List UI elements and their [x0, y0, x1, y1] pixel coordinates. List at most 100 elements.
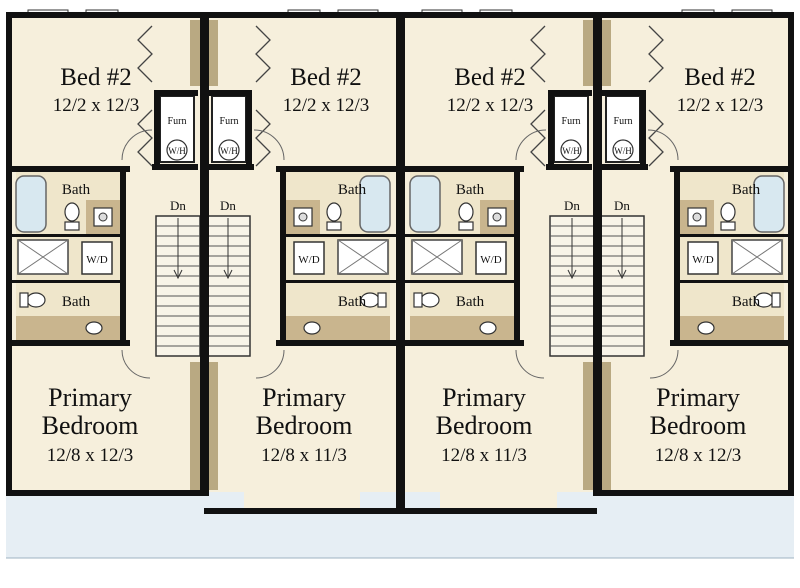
toilet-tank-upper	[326, 221, 342, 231]
stair-arrow-head	[223, 269, 233, 280]
sink-upper-bowl	[692, 212, 702, 222]
wall-bath-hall	[280, 166, 286, 346]
wall-mech-bottom	[602, 164, 648, 170]
chase-upper	[601, 20, 611, 86]
bed2-dims: 12/2 x 12/3	[677, 95, 764, 116]
exterior-wall-left	[6, 12, 12, 496]
primary-title-2: Bedroom	[256, 411, 353, 440]
chase-lower	[208, 362, 218, 490]
sink-lower	[85, 321, 103, 335]
bed2-title: Bed #2	[454, 64, 526, 91]
stair-arrow-head	[617, 269, 627, 280]
bath-lower-label: Bath	[732, 294, 761, 310]
bed2-title: Bed #2	[290, 64, 362, 91]
sink-lower	[697, 321, 715, 335]
bath-upper-label: Bath	[62, 182, 91, 198]
primary-dims: 12/8 x 12/3	[655, 445, 742, 466]
door-swing-bed2	[253, 129, 285, 161]
bath-upper-label: Bath	[732, 182, 761, 198]
bath-upper-label: Bath	[338, 182, 367, 198]
wall-bed2-bath	[276, 166, 396, 172]
water-heater-label: W/H	[220, 146, 238, 156]
primary-title-2: Bedroom	[650, 411, 747, 440]
toilet-tank-lower	[19, 292, 29, 308]
toilet-lower	[420, 292, 440, 308]
wall-laundry-bath	[286, 280, 396, 283]
bath-lower-label: Bath	[456, 294, 485, 310]
water-heater-label: W/H	[168, 146, 186, 156]
toilet-tank-lower	[377, 292, 387, 308]
toilet-lower	[26, 292, 46, 308]
stair-arrow-head	[173, 269, 183, 280]
wall-mech-bottom	[546, 164, 592, 170]
primary-title: Primary	[48, 383, 132, 412]
chase-upper	[190, 20, 200, 86]
primary-dims: 12/8 x 11/3	[261, 445, 347, 466]
wall-mech-left	[640, 90, 646, 166]
toilet-upper	[720, 202, 736, 222]
wall-bath-laundry	[404, 234, 514, 237]
closet-doors-mid	[648, 109, 664, 167]
washer-dryer	[293, 241, 325, 275]
laundry-label: W/D	[298, 254, 319, 266]
wall-mech-left	[548, 90, 554, 166]
bathtub	[409, 175, 441, 233]
toilet-tank-upper	[458, 221, 474, 231]
sink-lower	[303, 321, 321, 335]
bath-lower-label: Bath	[62, 294, 91, 310]
wall-laundry-bath	[10, 280, 120, 283]
sink-upper-bowl	[98, 212, 108, 222]
wall-mech-left	[246, 90, 252, 166]
stair-label: Dn	[170, 198, 186, 213]
furnace-label: Furn	[168, 116, 187, 127]
exterior-wall-bottom-4	[593, 490, 794, 496]
washer-dryer	[687, 241, 719, 275]
party-wall-3	[593, 12, 602, 496]
bathtub	[359, 175, 391, 233]
shower-x-2	[17, 239, 69, 275]
primary-title: Primary	[442, 383, 526, 412]
furnace-label: Furn	[562, 116, 581, 127]
wall-bath-primary	[276, 340, 396, 346]
water-heater	[218, 139, 240, 161]
primary-dims: 12/8 x 11/3	[441, 445, 527, 466]
primary-dims: 12/8 x 12/3	[47, 445, 134, 466]
water-heater	[560, 139, 582, 161]
primary-title: Primary	[262, 383, 346, 412]
wall-bath-hall	[120, 166, 126, 346]
toilet-upper	[64, 202, 80, 222]
exterior-wall-bottom-1	[6, 490, 204, 496]
wall-bath-hall	[514, 166, 520, 346]
toilet-upper	[458, 202, 474, 222]
vanity-lower	[410, 316, 516, 340]
wall-mech-top	[548, 90, 592, 96]
furnace-label: Furn	[220, 116, 239, 127]
toilet-tank-upper	[720, 221, 736, 231]
bed2-dims: 12/2 x 12/3	[447, 95, 534, 116]
primary-title: Primary	[656, 383, 740, 412]
closet-doors-upper	[530, 25, 546, 83]
closet-doors-mid	[530, 109, 546, 167]
door-swing-primary	[649, 349, 679, 379]
closet-doors-mid	[255, 109, 271, 167]
bathtub	[15, 175, 47, 233]
water-heater	[612, 139, 634, 161]
chase-lower	[190, 362, 200, 490]
toilet-tank-upper	[64, 221, 80, 231]
laundry-label: W/D	[86, 254, 107, 266]
exterior-wall-bottom-3	[400, 508, 597, 514]
wall-laundry-bath	[404, 280, 514, 283]
washer-dryer	[475, 241, 507, 275]
closet-doors-mid	[137, 109, 153, 167]
bed2-title: Bed #2	[684, 64, 756, 91]
primary-title-2: Bedroom	[42, 411, 139, 440]
door-swing-primary	[255, 349, 285, 379]
stair-label: Dn	[220, 198, 236, 213]
exterior-wall-bottom-2	[204, 508, 400, 514]
primary-title-2: Bedroom	[436, 411, 533, 440]
wall-bed2-bath	[10, 166, 130, 172]
bathtub	[753, 175, 785, 233]
door-swing-primary	[515, 349, 545, 379]
shower-x-2	[411, 239, 463, 275]
toilet-upper	[326, 202, 342, 222]
